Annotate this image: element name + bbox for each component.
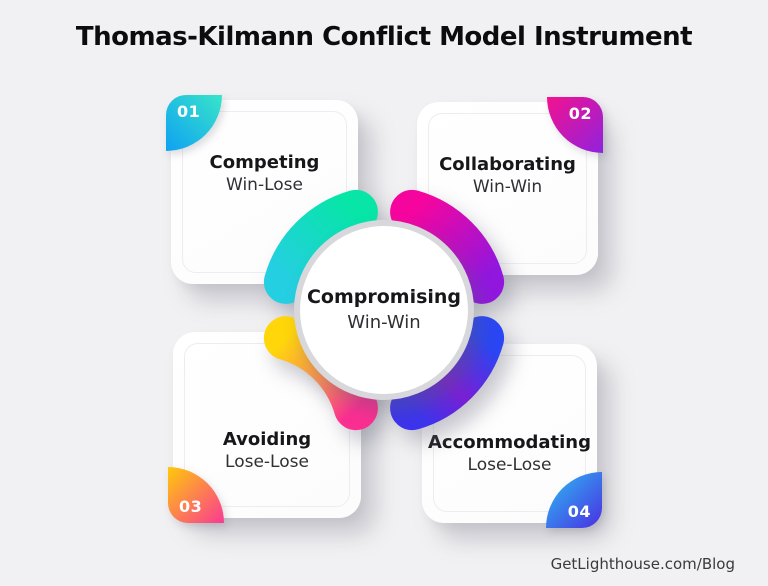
- card-title: Avoiding: [222, 429, 312, 450]
- card-text: Accommodating Lose-Lose: [422, 432, 597, 476]
- card-text: Collaborating Win-Win: [417, 154, 598, 198]
- center-circle: Compromising Win-Win: [294, 220, 474, 400]
- badge-02: 02: [547, 97, 603, 153]
- center-title: Compromising: [306, 285, 462, 308]
- page-title: Thomas-Kilmann Conflict Model Instrument: [75, 22, 693, 52]
- card-subtitle: Lose-Lose: [225, 451, 309, 472]
- badge-number: 02: [568, 104, 592, 123]
- card-competing: 01 Competing Win-Lose: [166, 95, 358, 284]
- card-text: Avoiding Lose-Lose: [173, 429, 361, 473]
- arc-collaborating: [390, 189, 505, 304]
- card-title: Collaborating: [439, 154, 576, 175]
- center-subtitle: Win-Win: [347, 311, 421, 333]
- badge-01: 01: [166, 95, 222, 151]
- badge-03: 03: [168, 467, 224, 523]
- badge-number: 04: [567, 502, 591, 521]
- badge-04: 04: [546, 472, 602, 528]
- card-title: Competing: [209, 152, 320, 173]
- badge-number: 01: [177, 102, 201, 121]
- card-subtitle: Lose-Lose: [467, 454, 552, 475]
- footer-credit: GetLighthouse.com/Blog: [550, 555, 735, 573]
- card-text: Competing Win-Lose: [171, 152, 358, 196]
- card-subtitle: Win-Lose: [226, 174, 303, 195]
- arc-competing: [263, 189, 378, 304]
- card-subtitle: Win-Win: [472, 176, 543, 197]
- card-title: Accommodating: [427, 432, 592, 453]
- arc-accommodating: [390, 316, 505, 431]
- badge-number: 03: [179, 497, 203, 516]
